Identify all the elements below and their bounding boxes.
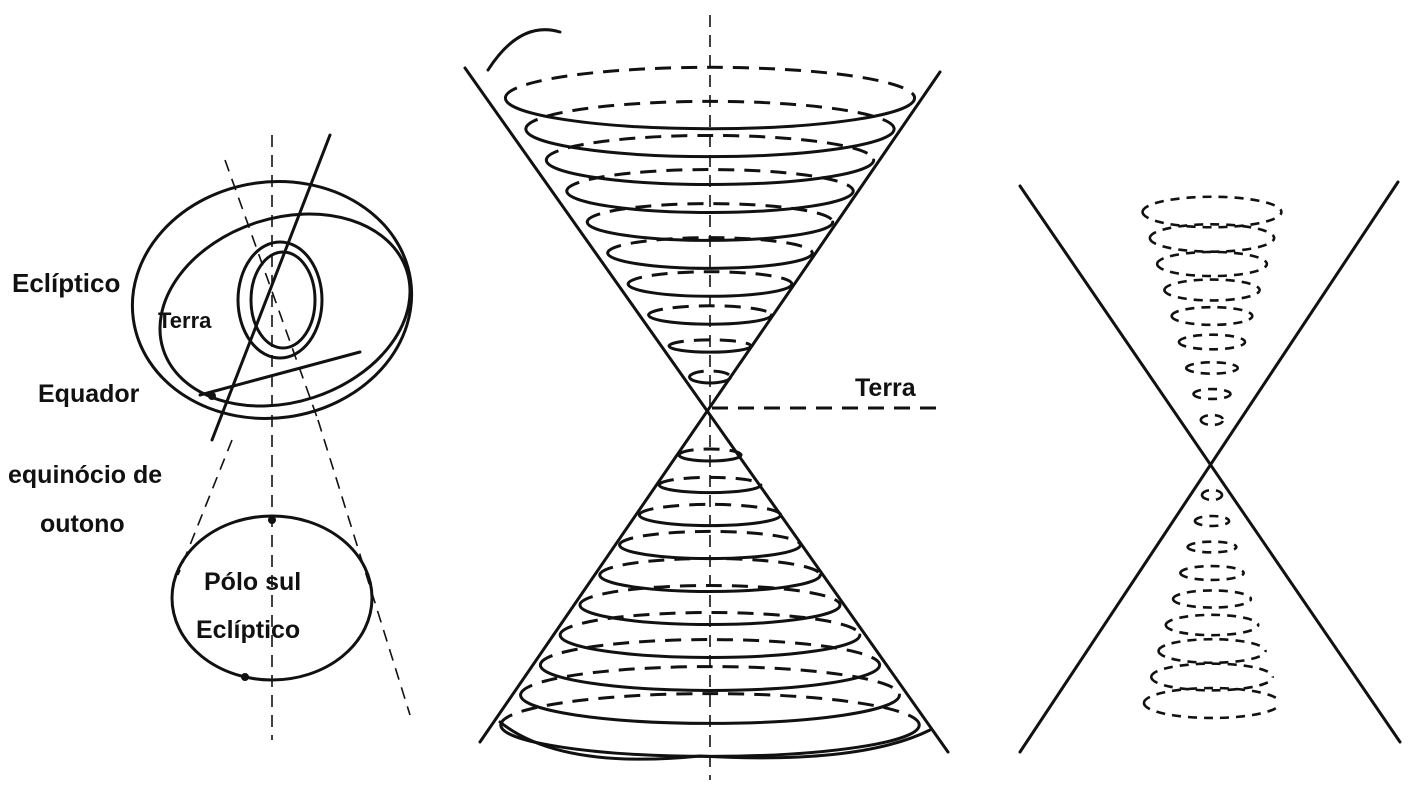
right-lower-loop-back [1195, 516, 1229, 521]
right-lower-loop-front [1159, 651, 1266, 663]
right-upper-loop-front [1164, 290, 1259, 300]
right-upper-loop-back [1201, 415, 1223, 420]
left-panel-ecliptic-geometry: Eclíptico Terra Equador equinócio de out… [8, 135, 435, 740]
right-lower-loop-back [1188, 542, 1237, 547]
orbit-dot [241, 673, 249, 681]
right-upper-loop-back [1179, 335, 1245, 342]
right-lower-loop-back [1159, 639, 1266, 651]
right-lower-loop-front [1195, 521, 1229, 526]
right-upper-loop-back [1194, 389, 1231, 394]
top-spiral-arc [488, 30, 560, 70]
right-lower-loop-front [1173, 599, 1251, 608]
orbit-dot [268, 516, 276, 524]
right-upper-loop-front [1186, 368, 1238, 374]
label-terra-left: Terra [158, 308, 212, 333]
label-ecliptico: Eclíptico [12, 268, 120, 298]
right-upper-loop-front [1201, 420, 1223, 425]
right-upper-loop-front [1194, 394, 1231, 399]
right-lower-loop-front [1180, 573, 1243, 580]
right-lower-loop-back [1151, 664, 1273, 677]
right-lower-loop-back [1166, 615, 1258, 625]
label-equinocio-line2: outono [40, 510, 125, 538]
right-lower-loop-back [1173, 590, 1251, 599]
right-lower-loop-front [1166, 625, 1258, 635]
right-lower-loop-front [1144, 703, 1280, 718]
right-lower-loop-back [1180, 566, 1243, 573]
right-upper-loop-front [1179, 342, 1245, 349]
bottom-spiral-arc [500, 722, 930, 759]
label-polo-line1: Pólo sul [204, 568, 301, 596]
label-equinocio-line1: equinócio de [8, 461, 162, 489]
right-upper-loop-back [1157, 252, 1267, 264]
right-upper-loop-back [1143, 197, 1282, 212]
right-lower-loop-front [1202, 495, 1222, 500]
right-upper-loop-back [1150, 224, 1274, 238]
right-lower-loop-front [1188, 547, 1237, 552]
label-polo-line2: Eclíptico [196, 616, 300, 644]
right-upper-loop-front [1157, 264, 1267, 276]
right-panel-nutation-cone [1020, 182, 1400, 752]
right-lower-dashed-loops [1144, 490, 1280, 718]
orbit-dot [208, 392, 216, 400]
right-lower-loop-back [1202, 490, 1222, 495]
lower-loop-back [679, 449, 741, 455]
label-terra-center: Terra [855, 374, 917, 402]
right-upper-loop-back [1186, 362, 1238, 368]
right-upper-loop-back [1172, 307, 1253, 316]
right-upper-loop-front [1172, 316, 1253, 325]
right-upper-loop-back [1164, 280, 1259, 290]
label-equador: Equador [38, 380, 140, 408]
earth-inner-circle [251, 252, 315, 348]
upper-loop-back [649, 306, 772, 315]
right-upper-loop-front [1150, 238, 1274, 252]
center-panel-precession-cone: Terra [465, 15, 948, 780]
